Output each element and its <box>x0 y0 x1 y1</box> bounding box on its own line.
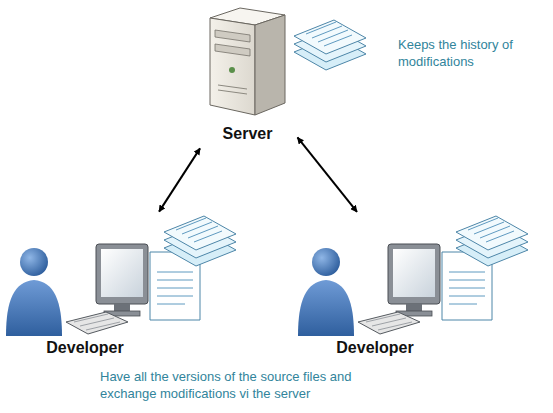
sync-arrow <box>159 148 200 211</box>
document-stack <box>294 20 366 70</box>
node-label: Developer <box>30 339 140 357</box>
annotation-note: Keeps the history of modifications <box>398 36 516 70</box>
node-label: Developer <box>320 339 430 357</box>
sync-arrow <box>297 137 357 211</box>
node-label: Server <box>200 125 295 143</box>
server-icon <box>210 8 285 115</box>
annotation-note: Have all the versions of the source file… <box>100 368 396 402</box>
developer-workstation <box>298 216 528 336</box>
server-node: Server <box>200 5 295 145</box>
developer-node: Developer <box>0 215 220 360</box>
developer-workstation <box>6 216 236 336</box>
developer-node: Developer <box>290 215 545 360</box>
